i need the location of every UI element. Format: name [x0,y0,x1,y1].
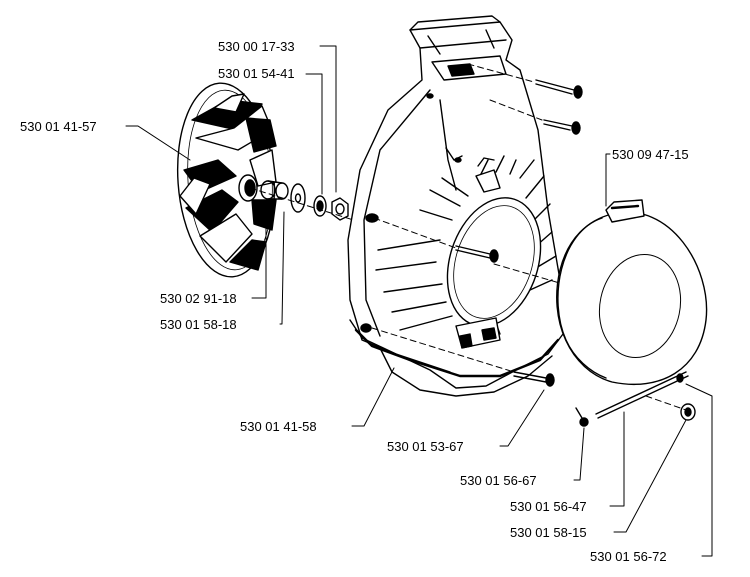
part-label-530-02-91-18[interactable]: 530 02 91-18 [160,291,237,306]
center-screw-part[interactable] [455,245,499,263]
starter-cover-part[interactable] [556,199,708,386]
small-nut-part[interactable] [575,407,589,427]
small-washer-part[interactable] [313,195,327,217]
nut-part[interactable] [331,197,349,221]
bolt-head-part[interactable] [680,403,696,421]
blower-housing-part[interactable] [347,15,567,397]
part-label-530-01-54-41[interactable]: 530 01 54-41 [218,66,295,81]
part-label-530-01-58-18[interactable]: 530 01 58-18 [160,317,237,332]
part-label-530-09-47-15[interactable]: 530 09 47-15 [612,147,689,162]
washer-part[interactable] [290,183,306,213]
part-label-530-01-56-72[interactable]: 530 01 56-72 [590,549,667,564]
leader-lines [125,45,713,557]
top-screw-part[interactable] [535,79,583,99]
spacer-part[interactable] [260,180,289,200]
lower-screw-part[interactable] [513,371,555,387]
part-label-530-01-56-47[interactable]: 530 01 56-47 [510,499,587,514]
upper-screw-part[interactable] [543,119,581,135]
part-label-530-01-41-58[interactable]: 530 01 41-58 [240,419,317,434]
fan-impeller-part[interactable] [171,80,280,280]
part-label-530-01-56-67[interactable]: 530 01 56-67 [460,473,537,488]
part-label-530-01-41-57[interactable]: 530 01 41-57 [20,119,97,134]
grommet-part[interactable] [676,373,684,383]
part-label-530-00-17-33[interactable]: 530 00 17-33 [218,39,295,54]
part-label-530-01-58-15[interactable]: 530 01 58-15 [510,525,587,540]
part-label-530-01-53-67[interactable]: 530 01 53-67 [387,439,464,454]
shaft-pin-part[interactable] [595,371,689,419]
